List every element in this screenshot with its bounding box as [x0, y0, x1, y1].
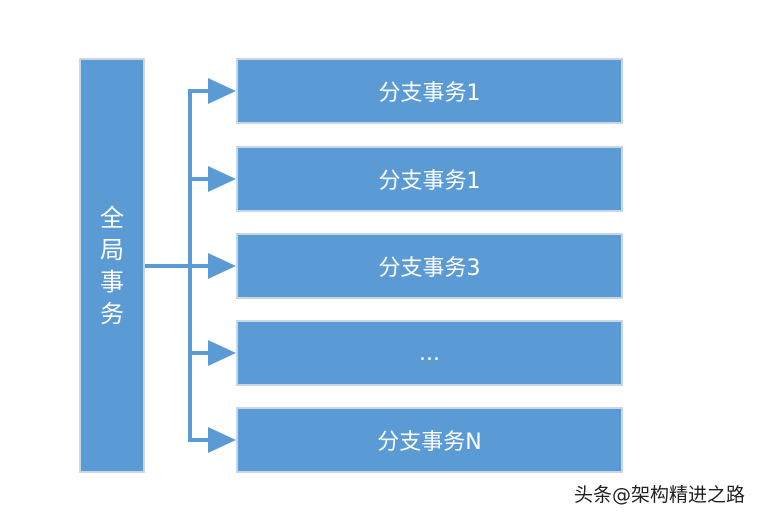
branch-transaction-box-5: 分支事务N — [236, 407, 623, 473]
arrow-4 — [188, 340, 236, 366]
branch-transaction-box-4: ... — [236, 320, 623, 386]
watermark-text: 头条@架构精进之路 — [574, 484, 746, 506]
global-transaction-char-1: 全 — [100, 203, 124, 232]
arrow-2 — [188, 166, 236, 192]
branch-transaction-label-1: 分支事务1 — [378, 81, 481, 106]
branch-transaction-box-3: 分支事务3 — [236, 233, 623, 299]
branch-transaction-label-4: ... — [419, 340, 440, 366]
arrow-1 — [188, 78, 236, 104]
branch-transaction-box-2: 分支事务1 — [236, 146, 623, 212]
global-transaction-char-2: 局 — [100, 235, 124, 264]
arrow-5 — [188, 427, 236, 453]
branch-transaction-label-3: 分支事务3 — [378, 256, 481, 281]
arrow-3 — [188, 253, 236, 279]
branch-transaction-label-2: 分支事务1 — [378, 169, 481, 194]
global-transaction-char-4: 务 — [100, 299, 124, 328]
global-transaction-char-3: 事 — [100, 267, 124, 296]
branch-transaction-box-1: 分支事务1 — [236, 58, 623, 124]
branch-transaction-label-5: 分支事务N — [377, 430, 482, 455]
global-transaction-box: 全 局 事 务 — [79, 58, 145, 473]
